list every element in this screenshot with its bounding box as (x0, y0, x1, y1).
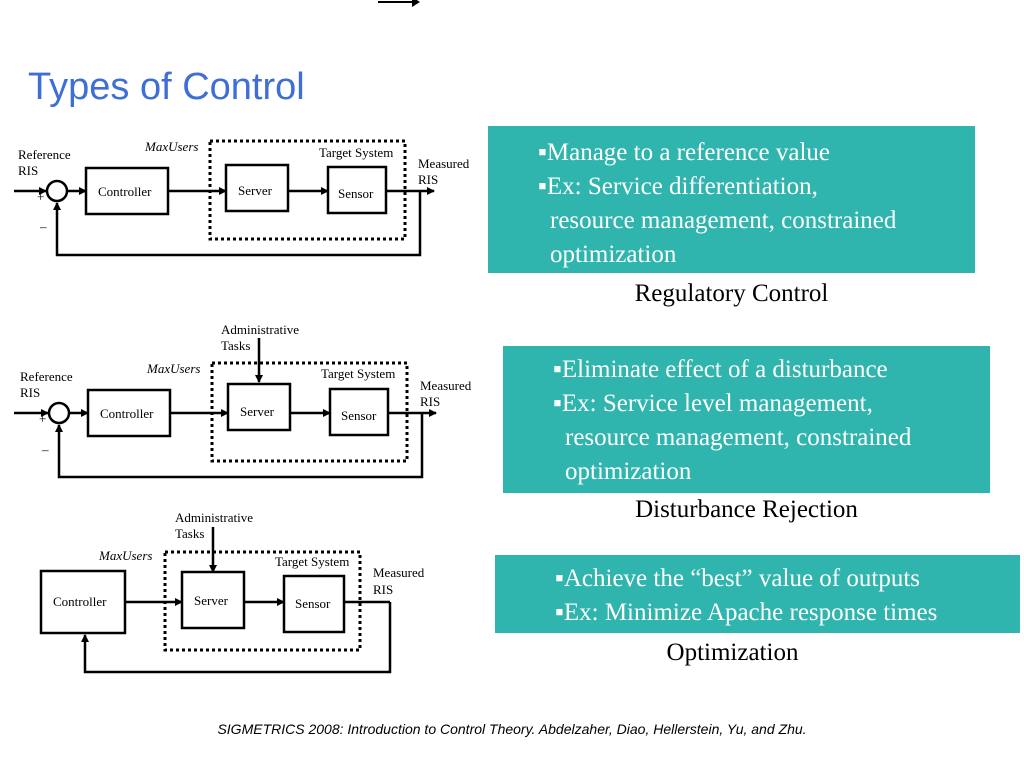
maxusers-label: MaxUsers (146, 361, 200, 376)
disturbance-rejection-box: ▪Eliminate effect of a disturbance ▪Ex: … (503, 346, 990, 493)
optimization-line-2: ▪Ex: Minimize Apache response times (555, 599, 938, 626)
sensor-label: Sensor (295, 596, 331, 611)
sensor-block (328, 387, 390, 437)
disturbance-rejection-caption: Disturbance Rejection (635, 496, 858, 523)
disturbance-line-1: ▪Eliminate effect of a disturbance (553, 356, 888, 383)
server-label: Server (194, 593, 229, 608)
measured-label: Measured (420, 378, 472, 393)
admin-tasks-label: Administrative (221, 322, 299, 337)
server-block (226, 382, 292, 432)
reference-label: Reference (18, 147, 71, 162)
disturbance-line-3: resource management, constrained (565, 424, 912, 451)
regulatory-line-4: optimization (550, 241, 677, 268)
maxusers-label: MaxUsers (98, 548, 152, 563)
server-block (224, 163, 290, 213)
plus-sign: + (39, 411, 46, 426)
controller-label: Controller (53, 594, 107, 609)
target-system-boundary (208, 139, 407, 241)
measured-ris-label: RIS (373, 582, 393, 597)
feedback-path (55, 413, 424, 479)
controller-label: Controller (98, 184, 152, 199)
feedback-path (53, 191, 422, 257)
target-system-label: Target System (275, 554, 349, 569)
regulatory-control-box: ▪Manage to a reference value ▪Ex: Servic… (488, 126, 975, 273)
reference-ris-label: RIS (18, 163, 38, 178)
measured-label: Measured (373, 565, 425, 580)
regulatory-line-1: ▪Manage to a reference value (538, 139, 831, 166)
server-label: Server (238, 183, 273, 198)
server-label: Server (240, 404, 275, 419)
admin-tasks-label-2: Tasks (221, 338, 250, 353)
controller-label: Controller (100, 406, 154, 421)
optimization-line-1: ▪Achieve the “best” value of outputs (555, 565, 920, 592)
controller-block (84, 166, 170, 216)
measured-ris-label: RIS (420, 394, 440, 409)
plus-sign: + (37, 189, 44, 204)
server-block (180, 570, 246, 630)
regulatory-line-2: ▪Ex: Service differentiation, (538, 173, 818, 200)
minus-sign: – (39, 219, 47, 234)
reference-ris-label: RIS (20, 385, 40, 400)
admin-tasks-label: Administrative (175, 510, 253, 525)
disturbance-line-2: ▪Ex: Service level management, (553, 390, 873, 417)
sensor-block (326, 165, 388, 215)
minus-sign: – (41, 442, 49, 457)
sensor-label: Sensor (341, 408, 377, 423)
admin-tasks-label-2: Tasks (175, 526, 204, 541)
optimization-caption: Optimization (666, 639, 799, 666)
measured-ris-label: RIS (418, 172, 438, 187)
footer-citation: SIGMETRICS 2008: Introduction to Control… (217, 721, 807, 737)
target-system-label: Target System (321, 366, 395, 381)
optimization-box: ▪Achieve the “best” value of outputs ▪Ex… (495, 555, 1020, 633)
reference-label: Reference (20, 369, 73, 384)
maxusers-label: MaxUsers (144, 139, 198, 154)
disturbance-line-4: optimization (565, 458, 692, 485)
regulatory-line-3: resource management, constrained (550, 207, 897, 234)
feedback-path (81, 602, 392, 674)
sensor-label: Sensor (338, 186, 374, 201)
regulatory-control-caption: Regulatory Control (634, 280, 829, 307)
target-system-boundary (163, 550, 362, 652)
page-title: Types of Control (28, 66, 305, 108)
target-system-boundary (210, 361, 409, 463)
measured-label: Measured (418, 156, 470, 171)
target-system-label: Target System (319, 145, 393, 160)
controller-block (39, 569, 127, 635)
sensor-block (282, 574, 346, 634)
